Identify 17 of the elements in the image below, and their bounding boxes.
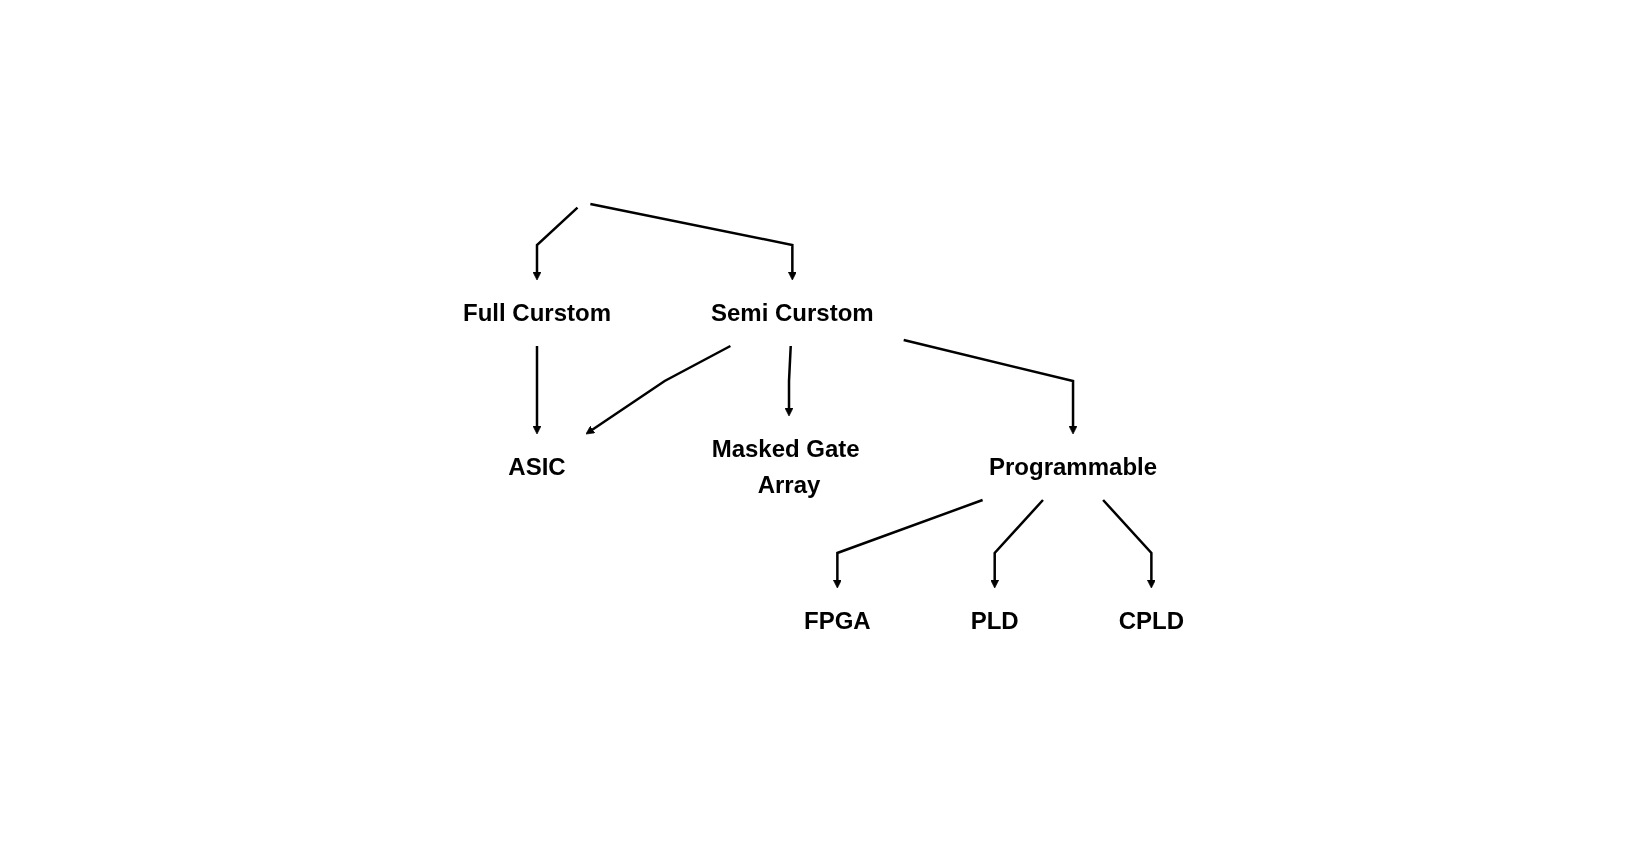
arrow (585, 344, 731, 435)
arrow (532, 206, 579, 281)
arrow (1102, 499, 1156, 589)
arrow (832, 498, 983, 589)
node-text: PLD (970, 607, 1019, 634)
node-text: Semi Curstom (710, 299, 874, 326)
arrow (784, 345, 794, 417)
node-text: CPLD (1118, 607, 1185, 634)
arrow (590, 202, 797, 281)
arrow (903, 338, 1078, 435)
node-text: ASIC (508, 453, 566, 480)
node-text: FPGA (804, 607, 871, 634)
node-text: Full Curstom (462, 299, 611, 326)
arrow (990, 499, 1044, 589)
node-text: Masked Gate Array (711, 435, 860, 498)
node-text: Programmable (988, 453, 1158, 480)
arrow (532, 346, 542, 435)
